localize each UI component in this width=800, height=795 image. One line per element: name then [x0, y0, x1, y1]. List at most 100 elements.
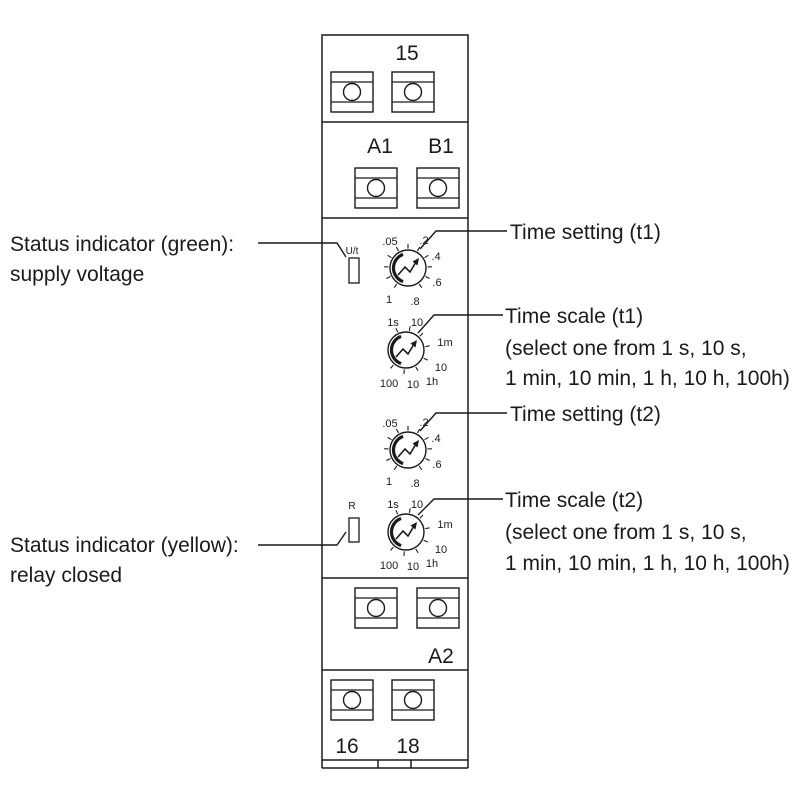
dial-tick [418, 283, 423, 288]
dial-scale-label: 1 [386, 294, 392, 306]
dial-scale-label: .6 [432, 459, 441, 471]
terminal-label-a1: A1 [367, 135, 393, 158]
dial-tick [390, 546, 394, 551]
dial-tick [395, 246, 400, 252]
relay-housing [321, 34, 469, 769]
callout-time-scale-t2-title: Time scale (t2) [505, 489, 643, 512]
terminal-block-a1 [354, 167, 398, 209]
dial-pointer-arrowhead [410, 522, 417, 530]
dial-scale-label: .8 [410, 296, 419, 308]
callout-time-scale-t1-title: Time scale (t1) [505, 305, 643, 328]
leader-line-time-scale-t1 [417, 314, 503, 334]
dial-scale-label: .8 [410, 478, 419, 490]
dial-grip [391, 434, 404, 466]
status-led-yellow [348, 517, 360, 543]
terminal-block-lower-left [354, 587, 398, 629]
dial-scale-label: 100 [380, 378, 398, 390]
dial-tick [425, 527, 430, 530]
terminal-screw-icon [403, 690, 423, 710]
terminal-label-18: 18 [396, 735, 419, 758]
dial-scale-label: 10 [435, 544, 447, 556]
dial-tick [395, 328, 399, 333]
callout-time-scale-t2-desc2: 1 min, 10 min, 1 h, 10 h, 100h) [505, 552, 790, 575]
dial-tick [419, 332, 424, 337]
dial-time-scale-t2: 1s 10 1m 10 1h 10 100 [380, 499, 453, 573]
leader-line-time-setting-t1 [419, 230, 507, 250]
dial-scale-label: 10 [435, 362, 447, 374]
dial-scale-label: 10 [407, 379, 419, 391]
dial-rim [389, 431, 427, 469]
dial-grip [389, 334, 402, 366]
dial-grip [391, 252, 404, 284]
dial-time-setting-t1: .05 .2 .4 .6 .8 1 [382, 235, 441, 308]
dial-knob-icon [384, 244, 432, 288]
dial-pointer-arrowhead [412, 440, 419, 448]
dial-tick [387, 436, 392, 441]
dial-tick [423, 539, 428, 543]
dial-scale-label: 10 [407, 561, 419, 573]
terminal-label-b1: B1 [428, 135, 454, 158]
dial-tick [408, 508, 411, 513]
dial-pointer [395, 343, 415, 358]
dial-tick [415, 366, 419, 372]
dial-tick [387, 254, 392, 259]
dial-tick [424, 436, 429, 441]
callout-status-green-desc: supply voltage [10, 263, 144, 286]
dial-tick [395, 428, 400, 434]
dial-pointer [397, 443, 417, 458]
dial-scale-label: 100 [380, 560, 398, 572]
dial-scale-label: 10 [411, 317, 423, 329]
terminal-label-16: 16 [335, 735, 358, 758]
housing-foot [321, 760, 469, 769]
dial-scale-label: 10 [411, 499, 423, 511]
dial-pointer [397, 261, 417, 276]
dial-tick [425, 345, 430, 348]
dial-scale-label: .2 [419, 235, 428, 247]
dial-tick [386, 276, 391, 280]
dial-tick [418, 465, 423, 470]
terminal-screw-icon [428, 178, 448, 198]
dial-tick [390, 364, 394, 369]
dial-tick [393, 283, 398, 288]
dial-scale-label: .05 [382, 418, 397, 430]
terminal-frame [391, 71, 435, 113]
callout-time-scale-t1-desc2: 1 min, 10 min, 1 h, 10 h, 100h) [505, 367, 790, 390]
callout-time-setting-t1: Time setting (t1) [510, 221, 661, 244]
dial-knob-icon [384, 426, 432, 470]
status-led-green [348, 257, 360, 284]
leader-line-status-yellow [258, 531, 347, 546]
terminal-frame [416, 167, 460, 209]
terminal-screw-icon [342, 690, 362, 710]
terminal-frame [330, 679, 374, 721]
dial-scale-label: 1m [437, 337, 452, 349]
dial-knob-icon [387, 326, 430, 374]
terminal-frame [354, 587, 398, 629]
dial-tick [393, 465, 398, 470]
terminal-frame [330, 71, 374, 113]
terminal-frame [416, 587, 460, 629]
dial-pointer-arrowhead [412, 258, 419, 266]
dial-scale-label: .6 [432, 277, 441, 289]
dial-tick [424, 254, 429, 259]
led-label-supply: U/t [346, 246, 359, 257]
terminal-label-15: 15 [395, 42, 418, 65]
dial-rim [387, 331, 425, 369]
terminal-block-top-left [330, 71, 374, 113]
dial-scale-label: 1 [386, 476, 392, 488]
terminal-screw-icon [366, 178, 386, 198]
dial-tick [386, 458, 391, 462]
terminal-frame [354, 167, 398, 209]
dial-time-setting-t2: .05 .2 .4 .6 .8 1 [382, 417, 441, 490]
terminal-frame [391, 679, 435, 721]
dial-scale-label: .05 [382, 236, 397, 248]
dial-tick [408, 326, 411, 331]
dial-rim [389, 249, 427, 287]
terminal-block-18 [391, 679, 435, 721]
dial-knob-icon [387, 508, 430, 556]
dial-scale-label: .4 [431, 433, 440, 445]
dial-tick [416, 428, 421, 434]
dial-scale-label: 1h [426, 558, 438, 570]
terminal-label-a2: A2 [428, 645, 454, 668]
led-label-relay: R [348, 501, 355, 512]
callout-time-scale-t1-desc1: (select one from 1 s, 10 s, [505, 337, 747, 360]
